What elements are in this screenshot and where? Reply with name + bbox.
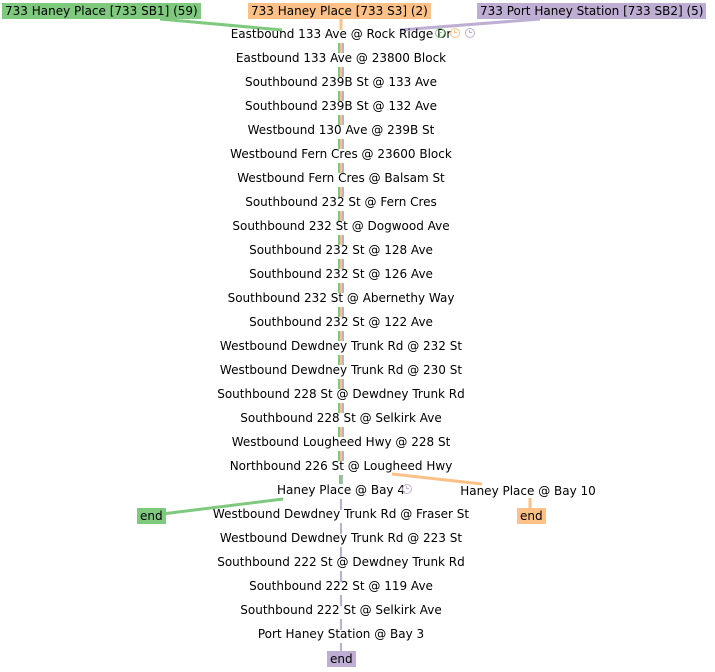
stop-label: Southbound 222 St @ 119 Ave [249, 579, 433, 593]
stop-label: Southbound 232 St @ Abernethy Way [227, 291, 455, 305]
stop-label-branch: Haney Place @ Bay 10 [460, 484, 596, 498]
route-connector-sb1 [159, 17, 283, 32]
clock-icon [450, 28, 460, 38]
clock-icon [435, 28, 445, 38]
stop-label: Westbound Dewdney Trunk Rd @ 230 St [219, 363, 463, 377]
stop-label: Westbound 130 Ave @ 239B St [247, 123, 435, 137]
stop-label: Port Haney Station @ Bay 3 [257, 627, 425, 641]
route-label-sb2: 733 Port Haney Station [733 SB2] (5) [477, 3, 707, 19]
stop-label: Haney Place @ Bay 4 [277, 483, 405, 497]
route-label-s3: 733 Haney Place [733 S3] (2) [248, 3, 431, 19]
stop-label: Southbound 222 St @ Dewdney Trunk Rd [217, 555, 465, 569]
bay4-clock [402, 483, 417, 497]
stop-label: Eastbound 133 Ave @ 23800 Block [235, 51, 447, 65]
end-box-sb1: end [137, 508, 166, 524]
stop-label: Southbound 222 St @ Selkirk Ave [240, 603, 442, 617]
stop-label: Eastbound 133 Ave @ Rock Ridge Dr [230, 27, 452, 41]
stop-label: Southbound 232 St @ 126 Ave [249, 267, 433, 281]
clock-icon [402, 484, 412, 494]
stop-label: Westbound Lougheed Hwy @ 228 St [231, 435, 451, 449]
stop-label: Southbound 232 St @ Dogwood Ave [232, 219, 450, 233]
route-connector-sb2 [399, 17, 541, 32]
stop-label: Southbound 239B St @ 132 Ave [244, 99, 438, 113]
stop-label: Westbound Dewdney Trunk Rd @ 232 St [219, 339, 463, 353]
end-box-s3: end [517, 508, 546, 524]
route-label-sb1: 733 Haney Place [733 SB1] (59) [2, 3, 201, 19]
stop-label: Southbound 232 St @ 128 Ave [249, 243, 433, 257]
stop-label: Southbound 239B St @ 133 Ave [244, 75, 438, 89]
branch-line-sb1 [161, 497, 284, 516]
stop-label: Southbound 232 St @ 122 Ave [249, 315, 433, 329]
stop-label: Westbound Fern Cres @ Balsam St [237, 171, 445, 185]
stop-label: Southbound 232 St @ Fern Cres [245, 195, 437, 209]
stop-label: Southbound 228 St @ Selkirk Ave [240, 411, 442, 425]
stop-label: Northbound 226 St @ Lougheed Hwy [229, 459, 453, 473]
end-box-sb2: end [327, 651, 356, 667]
stop-label: Westbound Dewdney Trunk Rd @ Fraser St [212, 507, 470, 521]
stop-label: Southbound 228 St @ Dewdney Trunk Rd [217, 387, 465, 401]
stop-label: Westbound Dewdney Trunk Rd @ 223 St [219, 531, 463, 545]
stop-label: Westbound Fern Cres @ 23600 Block [230, 147, 452, 161]
clock-icon [465, 28, 475, 38]
first-stop-clocks [435, 27, 480, 41]
branch-line-s3 [391, 472, 483, 486]
